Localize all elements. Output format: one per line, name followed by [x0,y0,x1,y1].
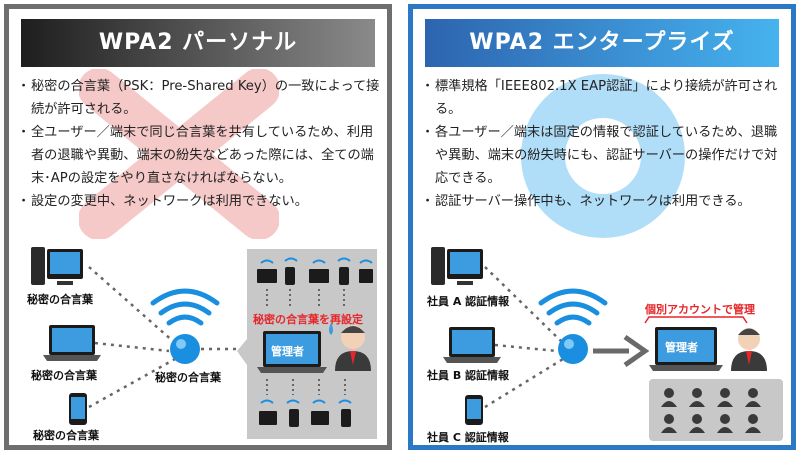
user-group-icons [661,388,761,433]
desktop-pc-icon [431,247,483,285]
access-point-icon [150,288,220,364]
personal-network-diagram: 秘密の合言葉 秘密の合言葉 秘密の合言葉 秘密の合言葉 [27,247,377,442]
laptop-icon [43,325,101,361]
panel-title: WPA2 パーソナル [21,19,375,67]
client-label: 秘密の合言葉 [27,292,94,306]
admin-laptop-icon [649,327,723,371]
enterprise-network-diagram: 社員 A 認証情報 社員 B 認証情報 社員 C 認証情報 [426,247,783,444]
device-grid-bottom [259,409,351,427]
bracket-line [644,316,748,324]
reset-label: 秘密の合言葉を再設定 [253,312,363,326]
device-grid-top [257,267,373,285]
client-label: 社員 B 認証情報 [426,368,510,382]
arrow-lines-top [266,289,345,307]
bullet-item: 設定の変更中、ネットワークは利用できない。 [17,190,383,213]
access-point-icon [538,288,608,364]
admin-laptop-icon [257,331,327,373]
bullet-item: 認証サーバー操作中も、ネットワークは利用できる。 [421,190,787,213]
laptop-icon [443,327,501,363]
client-label: 社員 A 認証情報 [426,294,510,308]
desktop-pc-icon [31,247,83,285]
panel-title: WPA2 エンタープライズ [425,19,779,67]
connection-lines [88,266,249,409]
ap-label: 秘密の合言葉 [155,370,222,384]
bullet-list: 秘密の合言葉（PSK：Pre-Shared Key）の一致によって接続が許可され… [17,75,383,213]
smartphone-icon [465,395,483,425]
bullet-item: 標準規格「IEEE802.1X EAP認証」により接続が許可される。 [421,75,787,121]
account-label: 個別アカウントで管理 [644,302,755,316]
wpa2-enterprise-panel: WPA2 エンタープライズ 標準規格「IEEE802.1X EAP認証」により接… [408,4,796,450]
connection-lines [484,266,564,409]
wpa2-personal-panel: WPA2 パーソナル 秘密の合言葉（PSK：Pre-Shared Key）の一致… [4,4,392,450]
client-label: 秘密の合言葉 [31,368,98,382]
client-label: 社員 C 認証情報 [426,430,510,444]
bullet-item: 全ユーザー／端末で同じ合言葉を共有しているため、利用者の退職や異動、端末の紛失な… [17,121,383,190]
arrow-right-icon [593,334,650,368]
admin-label: 管理者 [271,344,304,358]
bullet-list: 標準規格「IEEE802.1X EAP認証」により接続が許可される。 各ユーザー… [421,75,787,213]
bullet-item: 秘密の合言葉（PSK：Pre-Shared Key）の一致によって接続が許可され… [17,75,383,121]
admin-person-icon [335,325,371,371]
wifi-mini-icons [260,399,352,404]
sweat-icon [329,323,333,335]
smartphone-icon [69,393,87,425]
wifi-mini-icons [260,257,373,264]
admin-person-icon [731,328,767,371]
admin-label: 管理者 [665,340,698,354]
bullet-item: 各ユーザー／端末は固定の情報で認証しているため、退職や異動、端末の紛失時にも、認… [421,121,787,190]
client-label: 秘密の合言葉 [33,428,100,442]
